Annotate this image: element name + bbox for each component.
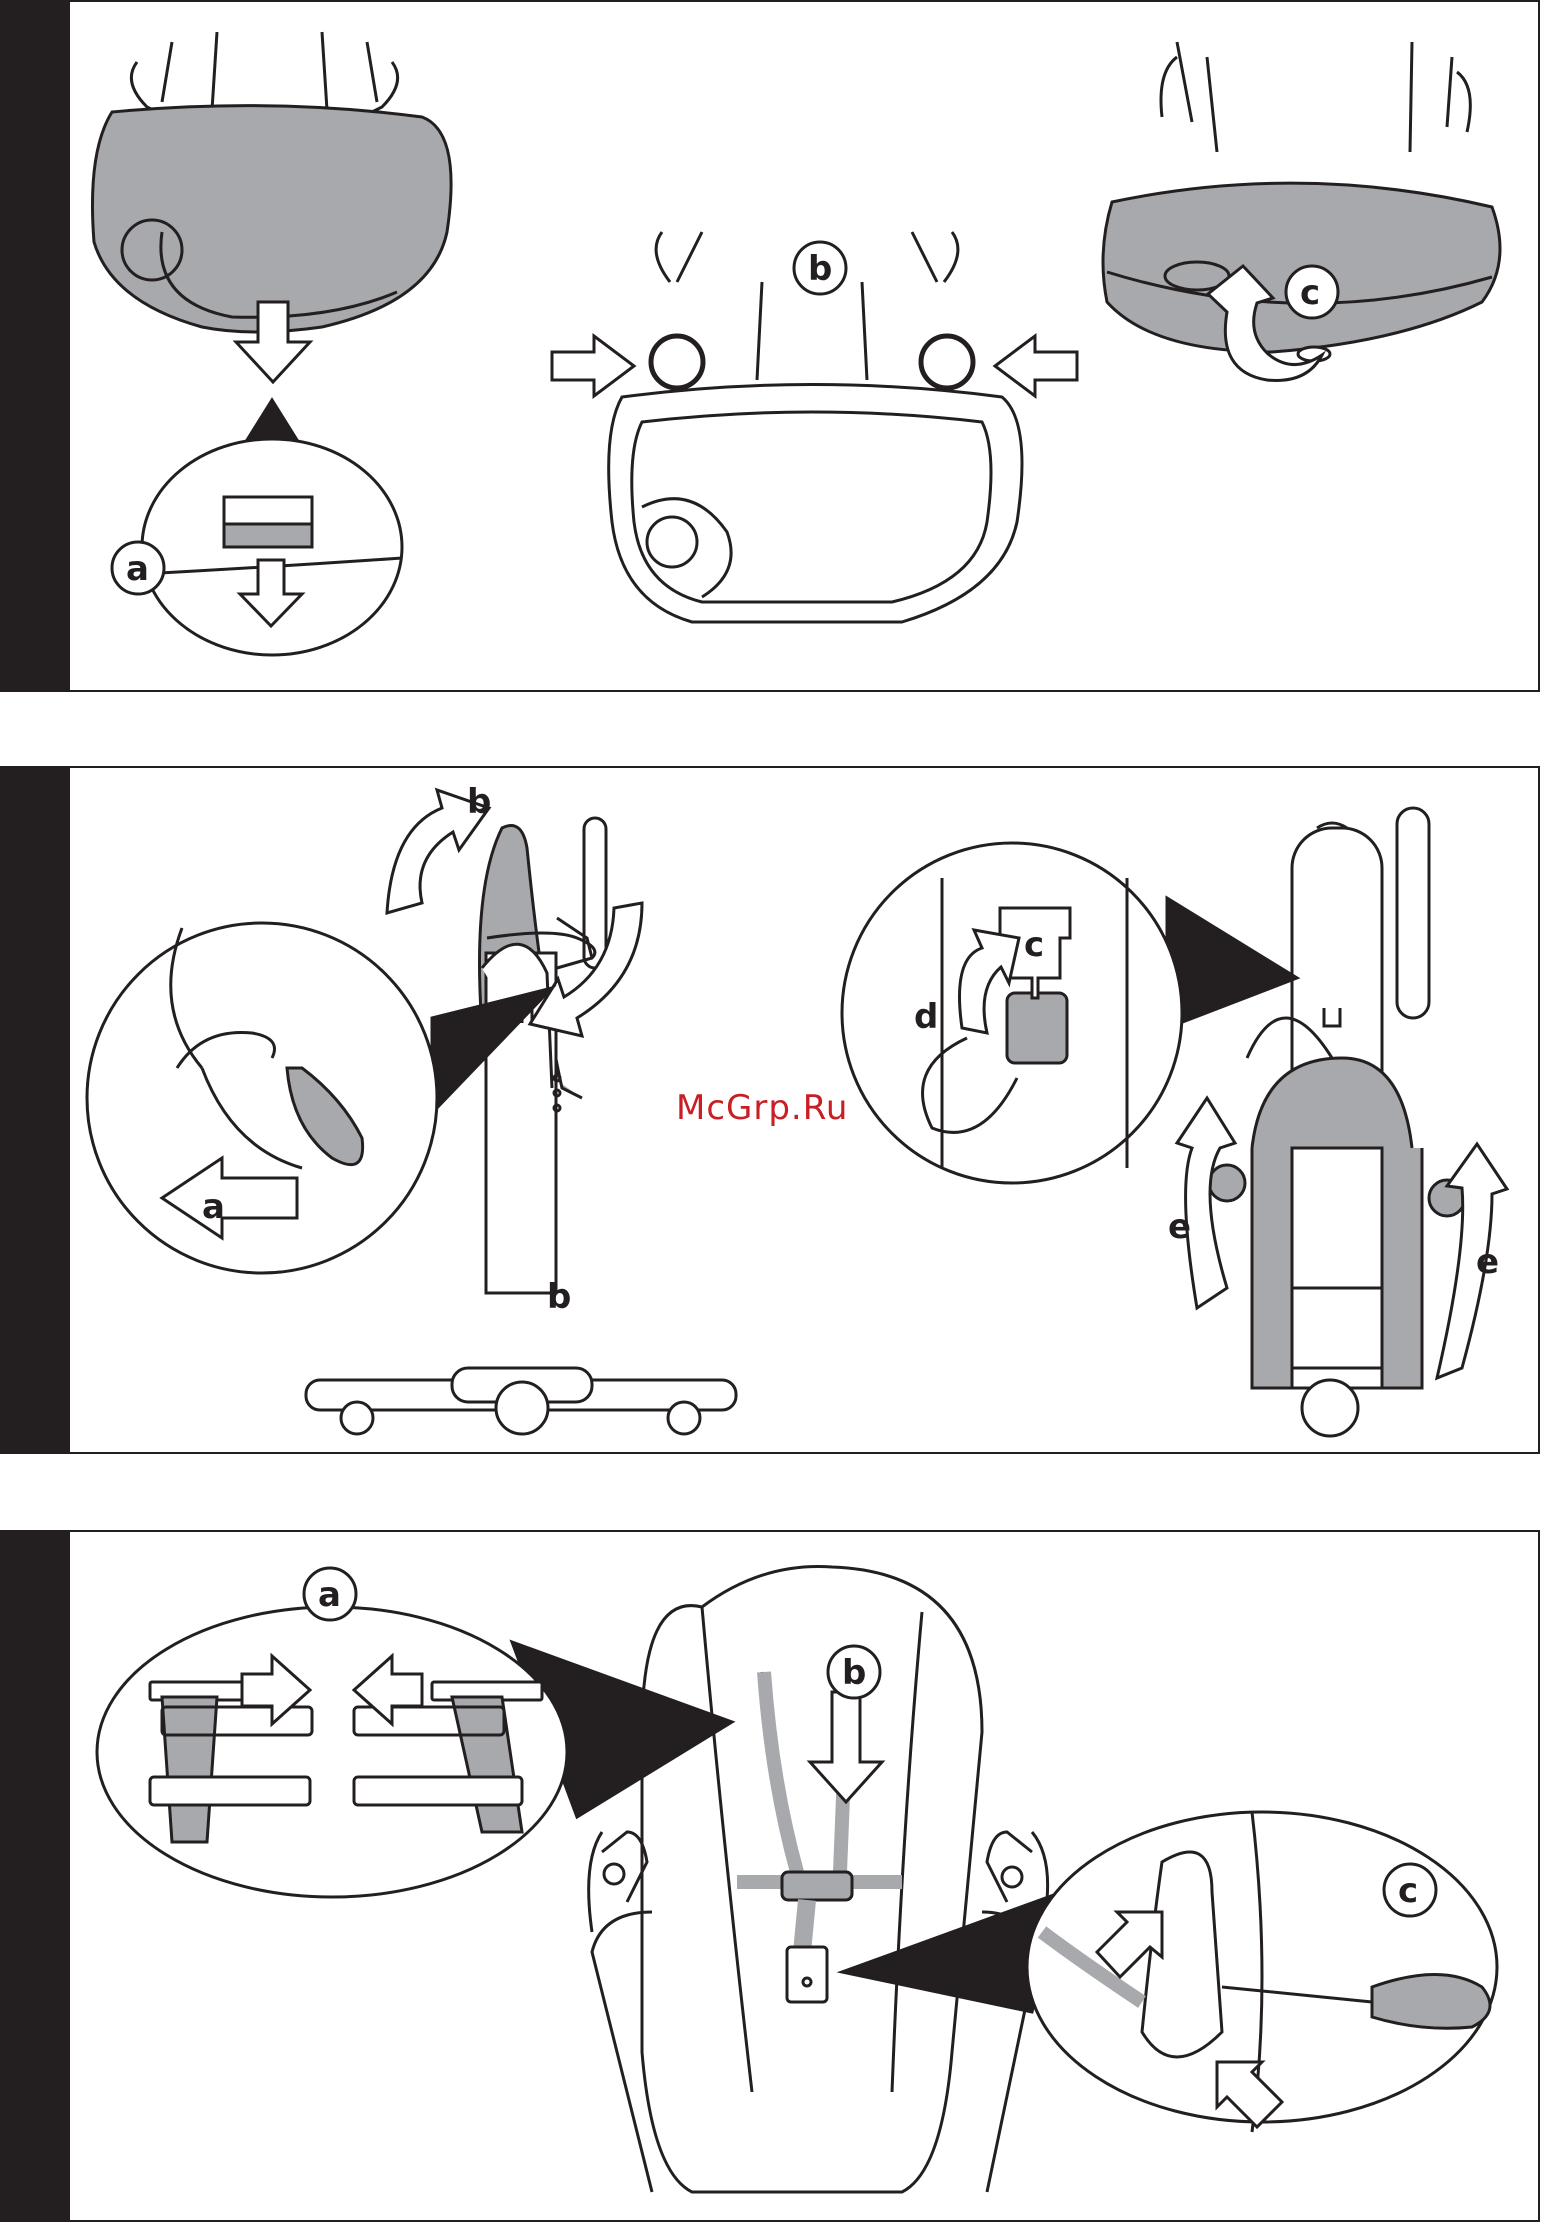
callout-e-label-left: e — [1168, 1207, 1191, 1247]
callout-b-label: b — [842, 1653, 866, 1693]
panel-harness: a b c — [0, 1530, 1540, 2222]
callout-a-label: a — [202, 1187, 225, 1227]
callout-c-label: c — [1024, 925, 1044, 965]
harness-illustration: a b c — [2, 1532, 1540, 2220]
panel-tray-removal: a b c — [0, 0, 1540, 692]
watermark-text: McGrp.Ru — [676, 1088, 848, 1128]
tray-removal-illustration: a b c — [2, 2, 1540, 690]
callout-a-label: a — [318, 1575, 341, 1615]
callout-a-label: a — [126, 549, 149, 589]
callout-c-label: c — [1398, 1871, 1418, 1911]
callout-b-label-top: b — [467, 782, 491, 822]
callout-d-label: d — [914, 997, 938, 1037]
callout-c-label: c — [1300, 273, 1320, 313]
callout-e-label-right: e — [1476, 1242, 1499, 1282]
callout-b-label: b — [808, 249, 832, 289]
callout-b-label-bottom: b — [547, 1277, 571, 1317]
